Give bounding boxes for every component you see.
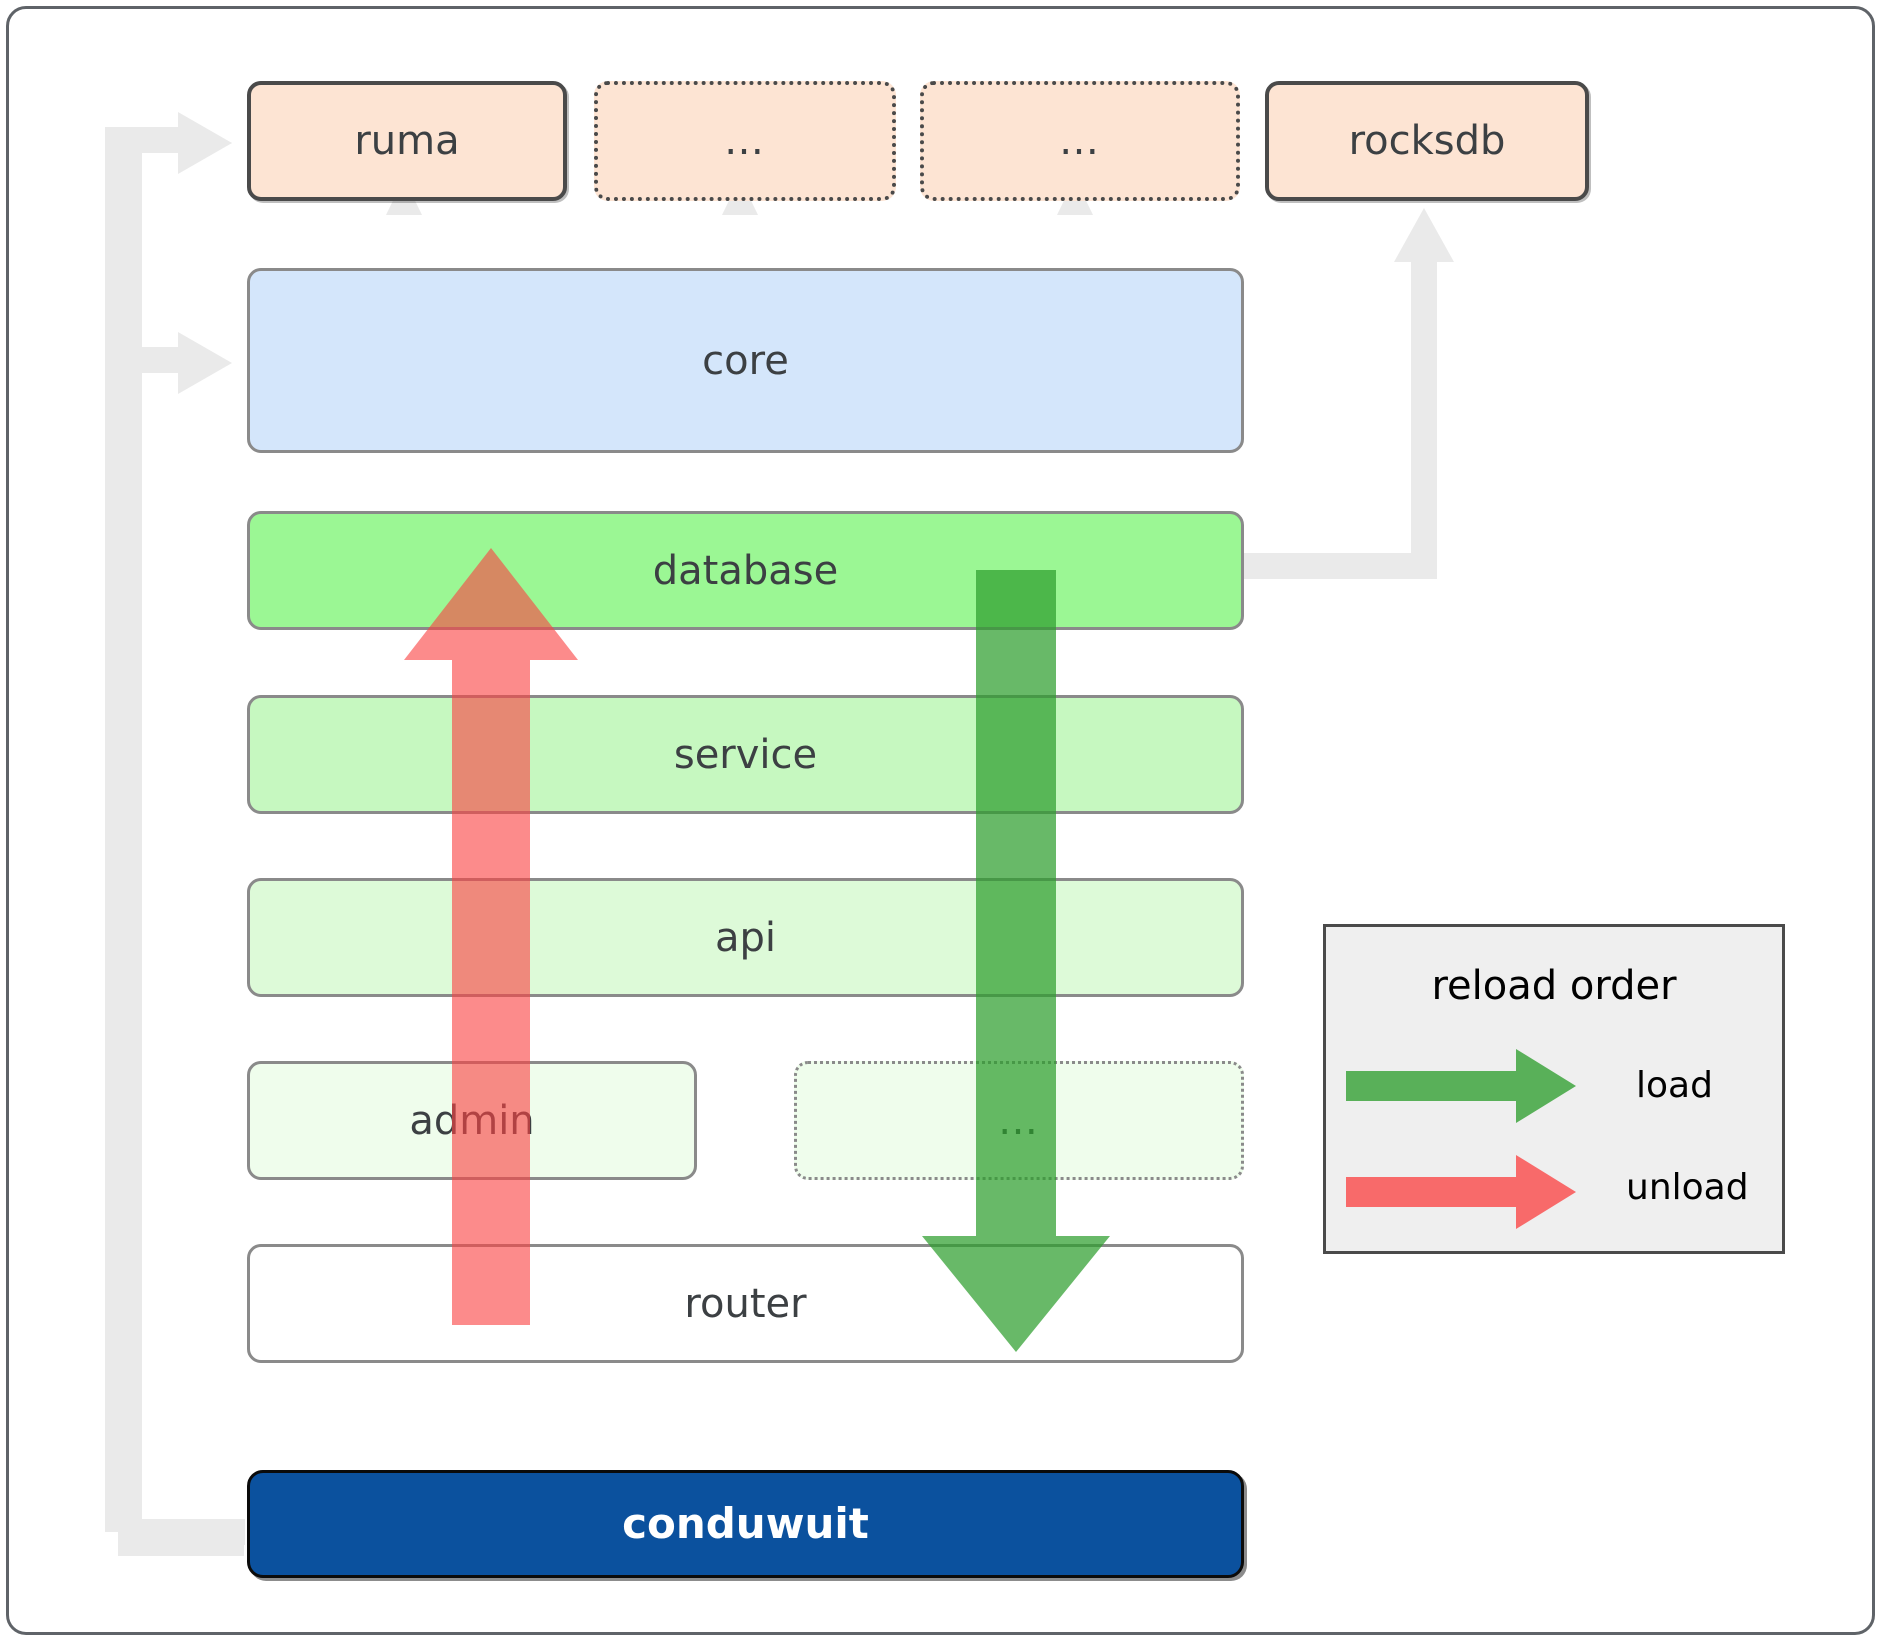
legend-title: reload order bbox=[1431, 963, 1677, 1009]
layer-label-service: service bbox=[673, 731, 818, 778]
legend-label-load: load bbox=[1636, 1065, 1713, 1106]
connector-arrowhead-rocksdb bbox=[1394, 208, 1454, 262]
connector-arrowhead-core bbox=[178, 332, 232, 394]
legend-box: reload order load unload bbox=[1323, 924, 1785, 1254]
layer-label-database: database bbox=[652, 547, 839, 594]
dep-box-1[interactable]: … bbox=[594, 81, 896, 201]
layer-label-api: api bbox=[714, 914, 776, 961]
core-to-dep2-arrow bbox=[1057, 178, 1093, 250]
dep-label-rocksdb: rocksdb bbox=[1348, 118, 1506, 164]
core-to-deps-arrows bbox=[386, 178, 1093, 250]
dep-box-rocksdb[interactable]: rocksdb bbox=[1265, 81, 1589, 201]
core-to-dep1-arrow bbox=[722, 178, 758, 250]
dep-label-2: … bbox=[1059, 118, 1101, 164]
core-label: core bbox=[702, 337, 789, 384]
connector-arrowhead-ruma bbox=[178, 112, 232, 174]
dep-label-1: … bbox=[724, 118, 766, 164]
legend-swatch-load bbox=[1346, 1049, 1576, 1123]
connector-left-trunk bbox=[105, 127, 245, 1545]
legend-swatches bbox=[1346, 1049, 1576, 1229]
layer-box-api[interactable]: api bbox=[247, 878, 1244, 997]
legend-swatch-unload bbox=[1346, 1155, 1576, 1229]
layer-label-router: router bbox=[684, 1280, 807, 1327]
dep-box-ruma[interactable]: ruma bbox=[247, 81, 567, 201]
layer-box-service[interactable]: service bbox=[247, 695, 1244, 814]
legend-label-unload: unload bbox=[1626, 1167, 1749, 1208]
dep-box-2[interactable]: … bbox=[920, 81, 1240, 201]
layer-box-database[interactable]: database bbox=[247, 511, 1244, 630]
unload-arrow bbox=[404, 548, 578, 1325]
load-arrow bbox=[922, 570, 1110, 1352]
core-to-ruma-arrow bbox=[386, 178, 422, 250]
app-label-conduwuit: conduwuit bbox=[622, 1499, 869, 1548]
app-box-conduwuit[interactable]: conduwuit bbox=[247, 1470, 1244, 1578]
core-box[interactable]: core bbox=[247, 268, 1244, 453]
dep-label-ruma: ruma bbox=[354, 118, 460, 164]
